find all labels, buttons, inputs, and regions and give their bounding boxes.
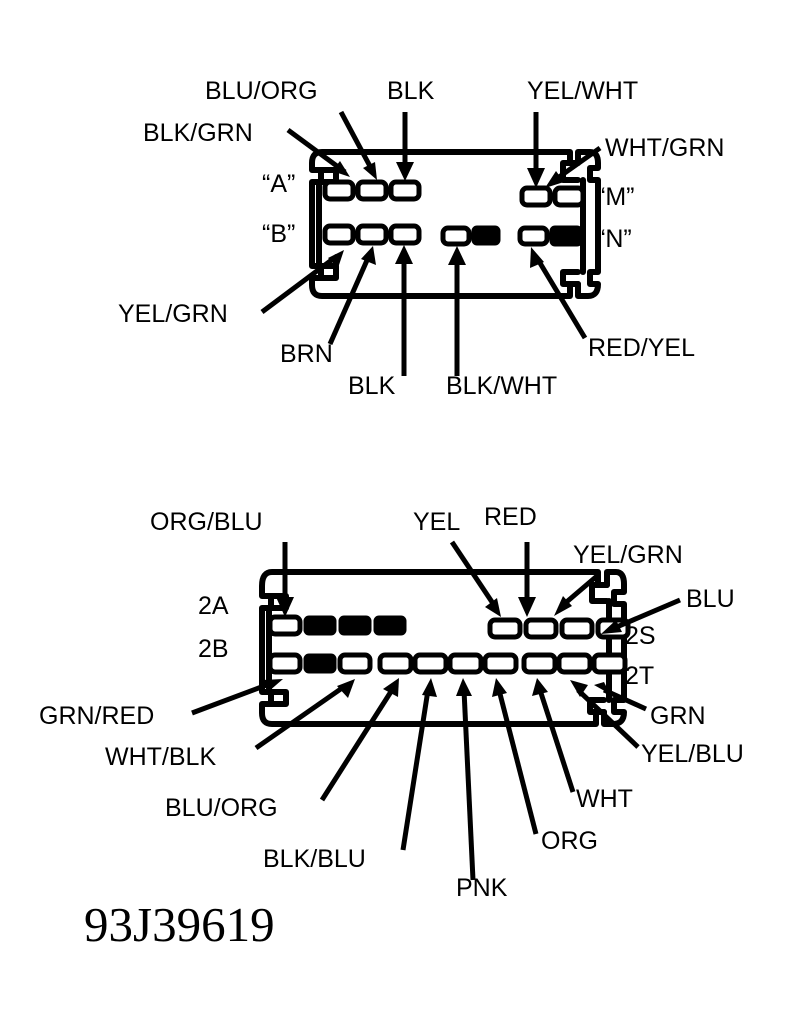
label-wht-grn: WHT/GRN (605, 134, 724, 162)
pin[interactable] (322, 179, 356, 202)
pin[interactable] (355, 179, 389, 202)
pin[interactable] (337, 652, 373, 675)
top-leaders-below (260, 245, 588, 376)
label-yel-wht: YEL/WHT (527, 77, 638, 105)
pin[interactable] (377, 652, 414, 675)
label-blu-org: BLU/ORG (205, 77, 318, 105)
row-label-2t: 2T (625, 662, 654, 690)
pin[interactable] (373, 615, 407, 636)
pin[interactable] (482, 652, 519, 675)
pin[interactable] (556, 652, 593, 675)
label-org: ORG (541, 827, 598, 855)
pin[interactable] (519, 185, 553, 208)
part-number: 93J39619 (84, 897, 275, 952)
label-pnk: PNK (456, 874, 508, 902)
pin[interactable] (440, 225, 472, 247)
pin[interactable] (267, 652, 303, 675)
top-row-a-pins (322, 179, 586, 208)
pin[interactable] (487, 617, 523, 640)
label-blk-bottom: BLK (348, 372, 396, 400)
pin[interactable] (552, 185, 586, 208)
pin[interactable] (471, 225, 501, 246)
pin[interactable] (591, 652, 628, 675)
pin[interactable] (322, 223, 356, 246)
pin[interactable] (559, 617, 595, 640)
pin[interactable] (338, 615, 372, 636)
label-blu: BLU (686, 585, 735, 613)
row-label-b: “B” (262, 220, 295, 248)
pin[interactable] (447, 652, 484, 675)
label-blk-grn: BLK/GRN (143, 119, 253, 147)
pin[interactable] (412, 652, 449, 675)
pin[interactable] (355, 223, 389, 246)
label-blu-org-2: BLU/ORG (165, 794, 278, 822)
label-blk-blu: BLK/BLU (263, 845, 366, 873)
label-yel-grn-2: YEL/GRN (573, 541, 683, 569)
pin[interactable] (523, 617, 559, 640)
label-org-blu: ORG/BLU (150, 508, 263, 536)
label-wht-blk: WHT/BLK (105, 743, 216, 771)
pin[interactable] (549, 225, 583, 247)
top-row-b-pins (322, 223, 583, 247)
bottom-connector-group: ORG/BLU YEL RED YEL/GRN BLU 2A 2B 2S 2T … (39, 503, 744, 902)
label-red-yel: RED/YEL (588, 334, 695, 362)
bottom-leaders-below (191, 678, 648, 881)
pin[interactable] (267, 614, 303, 637)
row-label-2s: 2S (625, 622, 656, 650)
row-label-2a: 2A (198, 592, 229, 620)
bottom-row-2s-pins (267, 614, 631, 640)
label-brn: BRN (280, 340, 333, 368)
label-yel-grn: YEL/GRN (118, 300, 228, 328)
pin[interactable] (521, 652, 558, 675)
label-blk-top: BLK (387, 77, 435, 105)
bottom-leaders-above (276, 540, 681, 634)
pin[interactable] (388, 179, 422, 202)
pin[interactable] (303, 653, 337, 674)
top-connector-shell (309, 149, 601, 299)
pin[interactable] (517, 225, 550, 247)
row-label-2b: 2B (198, 635, 229, 663)
label-blk-wht: BLK/WHT (446, 372, 557, 400)
row-label-m: “M” (597, 183, 634, 211)
label-yel-blu: YEL/BLU (641, 740, 744, 768)
label-grn-red: GRN/RED (39, 702, 154, 730)
row-label-a: “A” (262, 170, 295, 198)
label-grn: GRN (650, 702, 706, 730)
pin[interactable] (303, 615, 337, 636)
bottom-connector-shell (259, 569, 627, 727)
top-leaders-above (286, 110, 602, 188)
pin[interactable] (388, 223, 422, 246)
top-connector-group: BLU/ORG BLK/GRN BLK YEL/WHT WHT/GRN “A” … (118, 77, 724, 400)
label-red: RED (484, 503, 537, 531)
row-label-n: “N” (597, 225, 632, 253)
label-wht: WHT (576, 785, 633, 813)
bottom-row-2t-pins (267, 652, 628, 675)
label-yel: YEL (413, 508, 460, 536)
